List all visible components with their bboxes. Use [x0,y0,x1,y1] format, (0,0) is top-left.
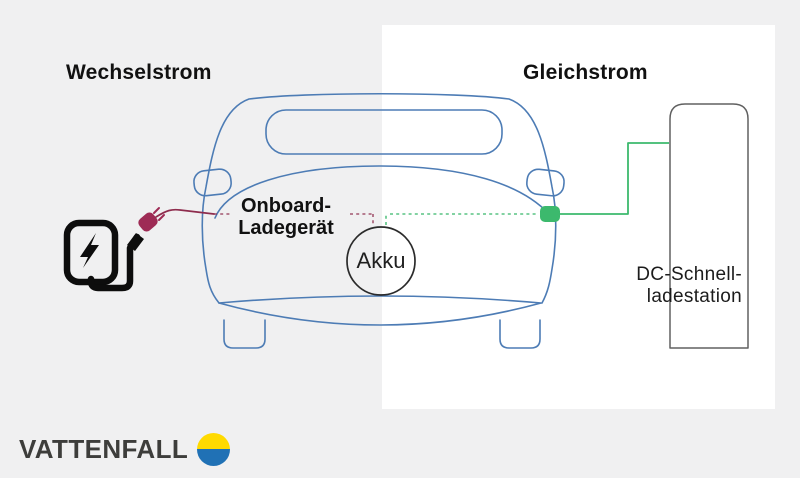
car-wheel-left [223,319,266,349]
dc-station-box [669,103,749,349]
car-mirror-left [193,168,232,197]
battery-circle [346,226,416,296]
car-outline-drawing [193,92,565,349]
dc-section-label: Gleichstrom [523,61,648,84]
plug-grip [127,233,144,251]
lightning-bolt-icon [80,233,99,268]
vattenfall-sun-icon [197,433,231,466]
ac-cable-dashed [214,213,374,225]
car-hood-line [214,165,550,219]
car-windshield [265,109,503,155]
brand-wordmark: VATTENFALL [19,434,189,464]
car-wheel-right [499,319,541,349]
wallbox-cable [87,233,141,292]
onboard-charger-label-line1: Onboard- [241,195,331,217]
dc-station-label-line1: DC-Schnell- [636,264,742,285]
dc-connector [540,206,560,222]
dc-station-label: DC-Schnell- ladestation [598,264,742,308]
onboard-charger-label-line2: Ladegerät [238,217,334,239]
wallbox-charger-icon [63,207,165,292]
brand-logo: VATTENFALL [19,433,231,466]
plug-prongs [153,207,165,221]
battery-label: Akku [356,248,406,273]
dc-cable-solid [560,142,669,215]
car-mirror-right [526,168,565,197]
dc-cable-dashed [385,213,538,225]
ac-cable-solid [155,208,215,218]
ac-section-label: Wechselstrom [66,61,212,84]
onboard-charger-label: Onboard- Ladegerät [214,195,358,239]
dc-station-label-line2: ladestation [646,286,742,307]
ac-plug-icon [138,212,158,232]
car-bumper [218,295,542,326]
car-body-silhouette [201,92,557,304]
